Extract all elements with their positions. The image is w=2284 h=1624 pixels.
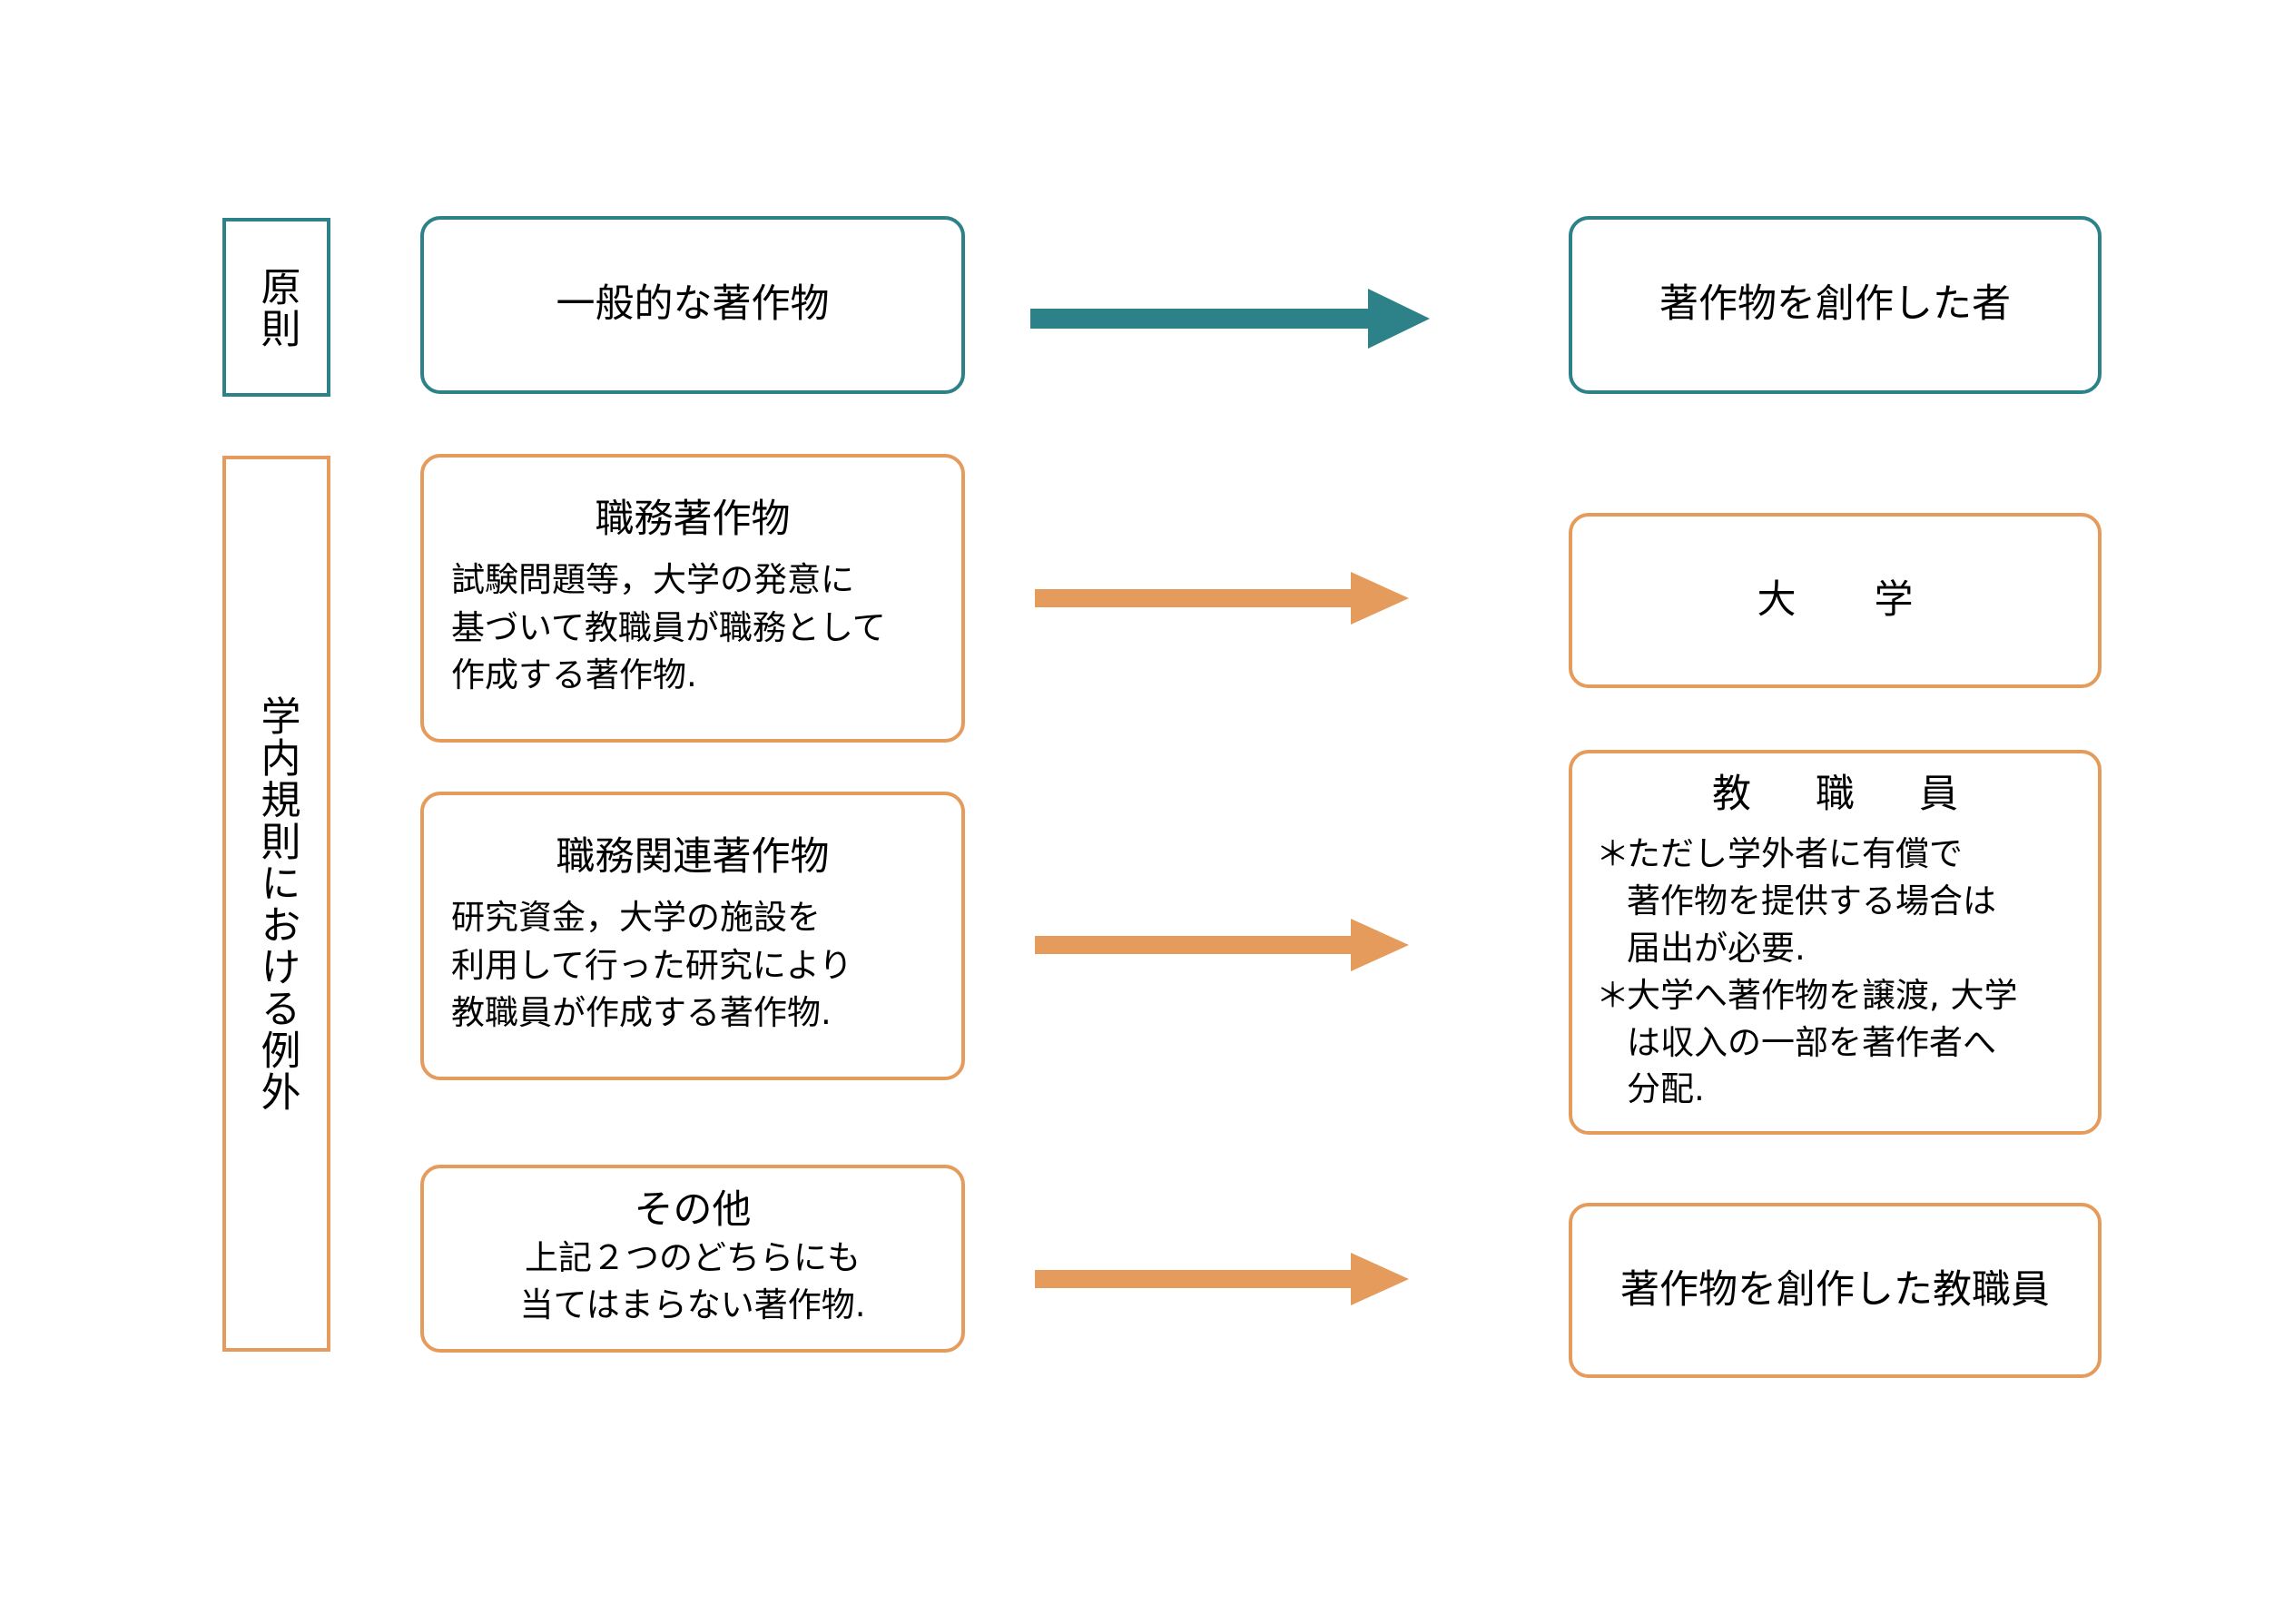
bullet-item: ＊ 大学へ著作物を譲渡, 大学 は収入の一部を著作者へ 分配. xyxy=(1596,972,2089,1113)
arrow-other xyxy=(1035,1253,1409,1305)
source-title-work-for-hire: 職務著作物 xyxy=(595,497,791,543)
source-body-work-for-hire: 試験問題等，大学の発意に 基づいて教職員が職務として 作成する著作物. xyxy=(451,560,886,695)
spacer xyxy=(424,544,961,556)
source-title-general: 一般的な著作物 xyxy=(556,281,830,328)
spacer xyxy=(1572,818,2098,831)
arrow-general xyxy=(1030,289,1430,349)
source-body-other: 上記２つのどちらにも 当てはまらない著作物. xyxy=(519,1237,866,1325)
target-box-creator: 著作物を創作した者 xyxy=(1569,216,2102,394)
target-box-university: 大 学 xyxy=(1569,513,2102,688)
spacer xyxy=(424,881,961,894)
target-title-university: 大 学 xyxy=(1757,576,1914,623)
source-box-work-for-hire: 職務著作物 試験問題等，大学の発意に 基づいて教職員が職務として 作成する著作物… xyxy=(420,454,965,743)
source-title-other: その他 xyxy=(634,1187,752,1234)
source-box-work-related: 職務関連著作物 研究資金，大学の施設を 利用して行った研究により 教職員が作成す… xyxy=(420,792,965,1080)
target-title-staff-creator: 著作物を創作した教職員 xyxy=(1620,1266,2050,1313)
target-box-staff-creator: 著作物を創作した教職員 xyxy=(1569,1203,2102,1378)
arrow-work-for-hire xyxy=(1035,572,1409,625)
asterisk-icon: ＊ xyxy=(1596,975,1629,1015)
target-title-staff: 教 職 員 xyxy=(1712,771,1971,817)
arrow-work-related xyxy=(1035,919,1409,971)
category-box-exception: 学内規則における例外 xyxy=(222,456,330,1352)
target-bullets-staff: ＊ ただし学外者に有償で 著作物を提供する場合は 届出が必要. ＊ 大学へ著作物… xyxy=(1572,831,2098,1113)
category-box-principle: 原則 xyxy=(222,218,330,397)
target-title-creator: 著作物を創作した者 xyxy=(1659,281,2011,328)
bullet-text: ただし学外者に有償で 著作物を提供する場合は 届出が必要. xyxy=(1627,834,1996,968)
asterisk-icon: ＊ xyxy=(1596,834,1629,874)
category-label-exception: 学内規則における例外 xyxy=(253,694,300,1113)
source-box-other: その他 上記２つのどちらにも 当てはまらない著作物. xyxy=(420,1165,965,1353)
bullet-item: ＊ ただし学外者に有償で 著作物を提供する場合は 届出が必要. xyxy=(1596,831,2089,971)
source-body-work-related: 研究資金，大学の施設を 利用して行った研究により 教職員が作成する著作物. xyxy=(451,898,853,1033)
source-box-general: 一般的な著作物 xyxy=(420,216,965,394)
bullet-text: 大学へ著作物を譲渡, 大学 は収入の一部を著作者へ 分配. xyxy=(1627,975,2018,1109)
target-box-staff: 教 職 員 ＊ ただし学外者に有償で 著作物を提供する場合は 届出が必要. ＊ … xyxy=(1569,750,2102,1135)
source-title-work-related: 職務関連著作物 xyxy=(556,834,830,881)
category-label-principle: 原則 xyxy=(253,265,300,349)
